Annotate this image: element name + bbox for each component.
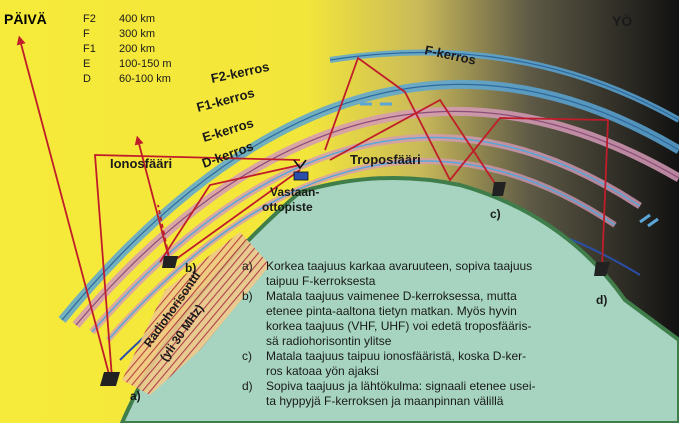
night-dash-2 bbox=[647, 217, 659, 228]
ray-d-hops bbox=[324, 56, 609, 269]
note-key: d) bbox=[242, 379, 253, 393]
ray-left-high bbox=[159, 164, 301, 263]
ray-b-tropo bbox=[171, 169, 301, 263]
legend-layer-name: F bbox=[83, 28, 90, 40]
note-line: Sopiva taajuus ja lähtökulma: signaali e… bbox=[266, 379, 536, 393]
troposphere-label: Troposfääri bbox=[350, 152, 421, 167]
f1-layer-line bbox=[75, 110, 679, 326]
point-a-label: a) bbox=[130, 389, 141, 403]
receiver-label-line1: Vastaan- bbox=[270, 185, 319, 199]
legend-layer-height: 200 km bbox=[119, 43, 155, 55]
note-line: sä radiohorisontin ylitse bbox=[266, 334, 392, 348]
ray-b-ground bbox=[157, 204, 171, 263]
legend-layer-height: 300 km bbox=[119, 28, 155, 40]
d-layer-line bbox=[107, 160, 616, 341]
note-line: etenee pinta-aaltona tietyn matkan. Myös… bbox=[266, 304, 517, 318]
note-key: b) bbox=[242, 289, 253, 303]
legend-layer-name: F1 bbox=[83, 43, 96, 55]
legend-layer-height: 60-100 km bbox=[119, 73, 171, 85]
radio-horizon-area bbox=[122, 232, 270, 395]
legend-layer-height: 100-150 m bbox=[119, 58, 172, 70]
note-line: taipuu F-kerroksesta bbox=[266, 274, 376, 288]
legend-layer-name: D bbox=[83, 73, 91, 85]
antenna-d bbox=[594, 262, 610, 276]
receiver-label-line2: ottopiste bbox=[262, 200, 313, 214]
antenna-a bbox=[100, 372, 120, 386]
antenna-c bbox=[492, 182, 506, 196]
layer-height-legend: F2 400 km F 300 km F1 200 km E 100-150 m D 60-100… bbox=[83, 13, 172, 85]
note-line: Matala taajuus vaimenee D-kerroksessa, m… bbox=[266, 289, 517, 303]
ray-a-escape bbox=[16, 35, 111, 379]
note-key: c) bbox=[242, 349, 252, 363]
legend-layer-height: 400 km bbox=[119, 13, 155, 25]
receiver-antenna-icon bbox=[293, 159, 307, 170]
ray-b-absorbed bbox=[134, 135, 171, 263]
note-line: korkea taajuus (VHF, UHF) voi edetä trop… bbox=[266, 319, 531, 333]
note-line: ta hyppyjä F-kerroksen ja maanpinnan väl… bbox=[266, 394, 504, 408]
day-label: PÄIVÄ bbox=[4, 11, 47, 27]
note-line: ros katoaa yön ajaksi bbox=[266, 364, 379, 378]
note-line: Korkea taajuus karkaa avaruuteen, sopiva… bbox=[266, 259, 532, 273]
f-night-layer-line bbox=[329, 51, 679, 121]
night-dash-1 bbox=[639, 213, 651, 224]
note-line: Matala taajuus taipuu ionosfääristä, kos… bbox=[266, 349, 526, 363]
antenna-b bbox=[162, 256, 178, 268]
point-d-label: d) bbox=[596, 293, 607, 307]
note-key: a) bbox=[242, 259, 253, 273]
radio-rays bbox=[16, 35, 609, 379]
ray-a-refract bbox=[94, 154, 301, 379]
ray-c-night bbox=[329, 98, 499, 189]
f2-layer-line bbox=[61, 83, 679, 321]
receiver-icon bbox=[293, 171, 309, 181]
point-b-label: b) bbox=[185, 261, 196, 275]
point-c-label: c) bbox=[490, 207, 501, 221]
night-label: YÖ bbox=[612, 13, 632, 29]
legend-layer-name: E bbox=[83, 58, 90, 70]
ionosphere-label: Ionosfääri bbox=[110, 156, 172, 171]
notes: a) Korkea taajuus karkaa avaruuteen, sopi… bbox=[242, 259, 536, 408]
legend-layer-name: F2 bbox=[83, 13, 96, 25]
